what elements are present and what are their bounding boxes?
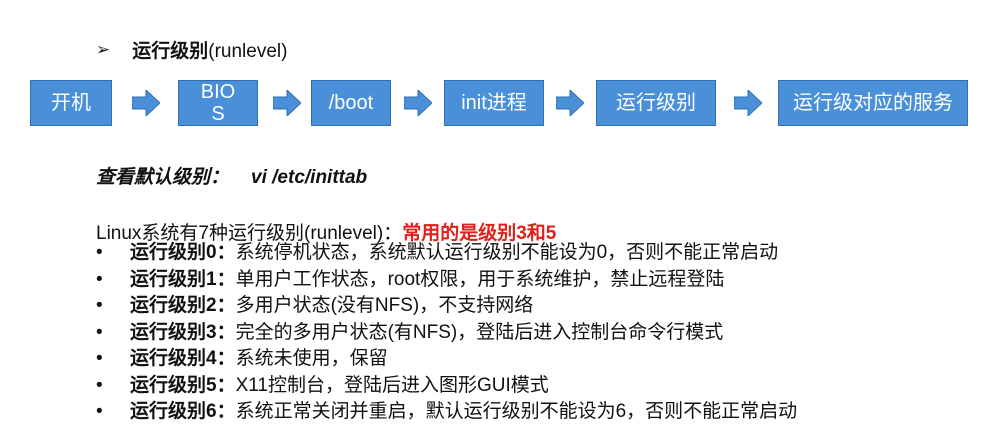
intro-highlight: 常用的是级别3和5 <box>402 223 557 244</box>
list-item: • 运行级别3：完全的多用户状态(有NFS)，登陆后进入控制台命令行模式 <box>96 320 797 347</box>
bullet-icon: • <box>96 268 103 290</box>
bullet-icon: • <box>96 242 103 263</box>
list-item: • 运行级别4：系统未使用，保留 <box>96 346 797 373</box>
flow-step-power-on: 开机 <box>30 80 112 126</box>
bullet-icon: • <box>96 348 103 369</box>
boot-flow-diagram: 开机 BIO S /boot init进程 运行级别 运行级对应的服务 <box>0 0 1005 150</box>
runlevel-name: 运行级别3： <box>130 321 236 343</box>
runlevel-desc: X11控制台，登陆后进入图形GUI模式 <box>235 374 549 396</box>
runlevel-desc: 系统正常关闭并重启，默认运行级别不能设为6，否则不能正常启动 <box>235 401 798 422</box>
flow-step-boot: /boot <box>311 80 391 126</box>
list-item: • 运行级别6：系统正常关闭并重启，默认运行级别不能设为6，否则不能正常启动 <box>96 399 797 426</box>
flow-step-bios: BIO S <box>178 80 258 126</box>
default-runlevel-line: 查看默认级别： vi /etc/inittab <box>96 162 367 189</box>
runlevel-list: • 运行级别0：系统停机状态，系统默认运行级别不能设为0，否则不能正常启动 • 运行级… <box>96 240 797 426</box>
runlevel-desc: 完全的多用户状态(有NFS)，登陆后进入控制台命令行模式 <box>235 321 724 343</box>
runlevel-name: 运行级别0： <box>130 242 236 263</box>
bullet-icon: • <box>96 321 103 343</box>
runlevel-desc: 单用户工作状态，root权限，用于系统维护，禁止远程登陆 <box>235 268 725 290</box>
section-title: ➢ 运行级别(runlevel) <box>96 36 287 63</box>
default-runlevel-label: 查看默认级别： <box>96 167 230 188</box>
title-label-en: (runlevel) <box>208 41 288 62</box>
flow-arrow-icon <box>132 90 160 116</box>
flow-step-services: 运行级对应的服务 <box>778 80 968 126</box>
intro-text: Linux系统有7种运行级别(runlevel)： <box>96 223 403 244</box>
flow-step-init: init进程 <box>444 80 544 126</box>
section-title-text: 运行级别(runlevel) <box>132 36 287 63</box>
flow-arrow-icon <box>273 90 301 116</box>
list-item: • 运行级别0：系统停机状态，系统默认运行级别不能设为0，否则不能正常启动 <box>96 240 797 267</box>
runlevel-name: 运行级别4： <box>130 348 236 369</box>
title-label-zh: 运行级别 <box>132 41 209 62</box>
runlevel-name: 运行级别5： <box>130 374 236 396</box>
arrow-bullet-icon: ➢ <box>96 39 111 59</box>
runlevel-desc: 系统停机状态，系统默认运行级别不能设为0，否则不能正常启动 <box>235 242 779 263</box>
flow-arrow-icon <box>734 90 762 116</box>
flow-arrow-icon <box>556 90 584 116</box>
runlevel-name: 运行级别2： <box>130 295 236 316</box>
runlevel-name: 运行级别1： <box>130 268 236 290</box>
list-item: • 运行级别5：X11控制台，登陆后进入图形GUI模式 <box>96 373 797 400</box>
bullet-icon: • <box>96 374 103 396</box>
runlevel-name: 运行级别6： <box>130 401 236 422</box>
runlevel-desc: 多用户状态(没有NFS)，不支持网络 <box>235 295 534 316</box>
runlevel-intro: Linux系统有7种运行级别(runlevel)：常用的是级别3和5 <box>96 218 556 245</box>
flow-step-runlevel: 运行级别 <box>596 80 716 126</box>
runlevel-desc: 系统未使用，保留 <box>235 348 388 369</box>
bullet-icon: • <box>96 401 103 422</box>
flow-arrow-icon <box>404 90 432 116</box>
default-runlevel-command: vi /etc/inittab <box>251 167 368 188</box>
bullet-icon: • <box>96 295 103 316</box>
list-item: • 运行级别2：多用户状态(没有NFS)，不支持网络 <box>96 293 797 320</box>
list-item: • 运行级别1：单用户工作状态，root权限，用于系统维护，禁止远程登陆 <box>96 267 797 294</box>
